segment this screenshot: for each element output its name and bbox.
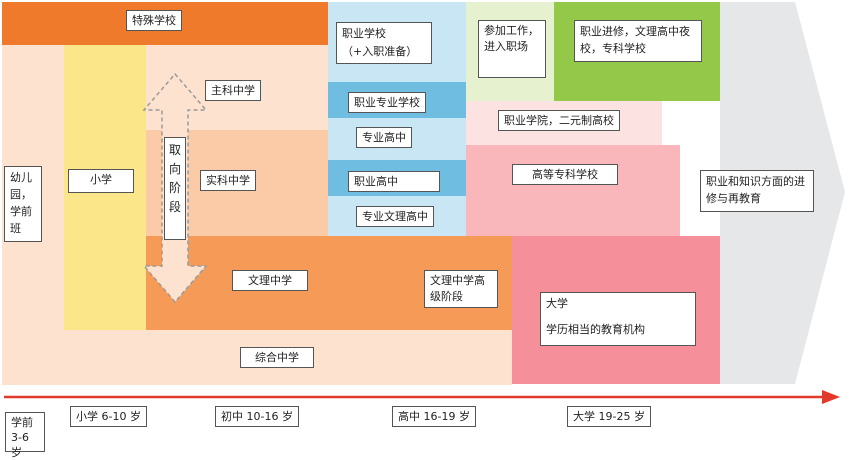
dual-college-label: 职业学院，二元制高校 (498, 110, 620, 131)
primary-label: 小学 (68, 169, 134, 193)
comprehensive-middle-label: 综合中学 (240, 347, 314, 368)
applied-university-label: 高等专科学校 (512, 164, 618, 185)
equivalent-institutions-text: 学历相当的教育机构 (546, 323, 645, 336)
vocational-school-note: （+入职准备） (342, 45, 418, 58)
university-title: 大学 (546, 297, 568, 310)
timeline-university: 大学 19-25 岁 (567, 406, 651, 427)
timeline-junior: 初中 10-16 岁 (215, 406, 299, 427)
timeline-preschool: 学前3-6岁 (5, 412, 45, 459)
practical-middle-label: 实科中学 (200, 170, 256, 191)
kindergarten-label: 幼儿园，学前班 (4, 166, 42, 242)
timeline-arrow (4, 390, 840, 404)
timeline-primary: 小学 6-10 岁 (70, 406, 147, 427)
vocational-high-label: 职业高中 (348, 171, 440, 192)
work-label: 参加工作，进入职场 (478, 20, 546, 78)
university-label: 大学 学历相当的教育机构 (540, 292, 696, 346)
specialized-high-label: 专业高中 (356, 127, 412, 148)
orientation-stage-label: 取向阶段 (164, 137, 186, 240)
gymnasium-label: 文理中学 (232, 270, 308, 291)
continuing-education-label: 职业和知识方面的进修与再教育 (700, 170, 814, 212)
timeline-senior: 高中 16-19 岁 (392, 406, 476, 427)
special-school-label: 特殊学校 (126, 10, 182, 31)
gymnasium-upper-label: 文理中学高级阶段 (424, 270, 498, 308)
vocational-school-title: 职业学校 (342, 27, 386, 40)
main-middle-label: 主科中学 (205, 80, 261, 101)
specialized-gymnasium-label: 专业文理高中 (356, 206, 434, 227)
vocational-specialized-label: 职业专业学校 (348, 92, 426, 113)
applied-university-region (466, 145, 680, 236)
vocational-school-label: 职业学校 （+入职准备） (336, 22, 432, 64)
further-training-label: 职业进修，文理高中夜校，专科学校 (574, 20, 702, 62)
